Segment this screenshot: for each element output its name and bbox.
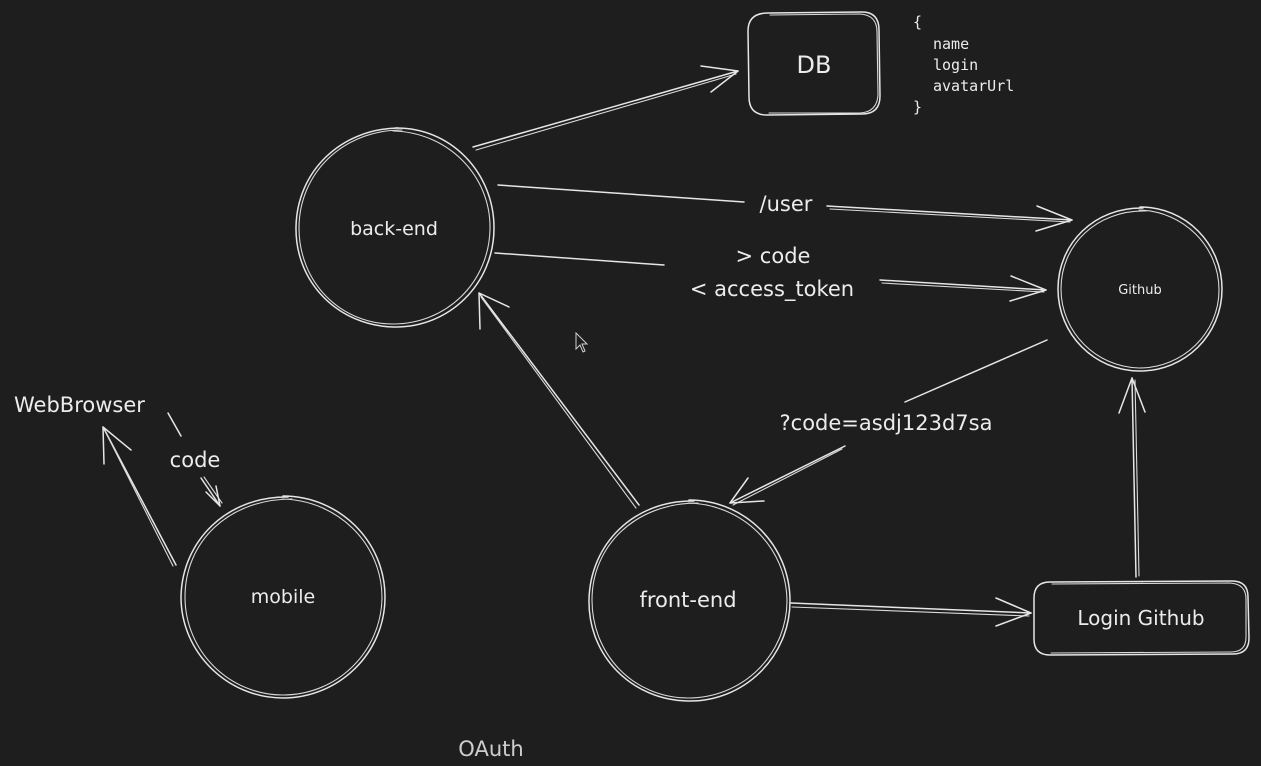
diagram-title: OAuth — [458, 737, 523, 761]
edge-label-send-code: > code — [736, 244, 811, 268]
db-node[interactable]: DB — [747, 11, 881, 116]
arrow-mobile-to-browser — [102, 426, 177, 567]
backend-node[interactable]: back-end — [295, 127, 495, 328]
backend-label: back-end — [350, 218, 438, 240]
mobile-node[interactable]: mobile — [180, 495, 386, 699]
arrow-backend-to-github-token — [494, 252, 1047, 302]
edge-label-browser-code: code — [170, 448, 221, 472]
login-github-node[interactable]: Login Github — [1033, 580, 1250, 656]
login-github-label: Login Github — [1077, 606, 1204, 630]
arrow-browser-to-mobile — [167, 412, 223, 507]
frontend-node[interactable]: front-end — [588, 499, 791, 702]
arrow-login-to-github — [1118, 377, 1146, 578]
arrow-backend-to-db — [472, 65, 739, 151]
schema-field-login: login — [933, 56, 978, 74]
frontend-label: front-end — [639, 588, 736, 612]
db-label: DB — [797, 51, 832, 79]
web-browser-label: WebBrowser — [14, 393, 145, 417]
schema-open-brace: { — [913, 13, 922, 31]
mobile-label: mobile — [251, 586, 315, 608]
github-node[interactable]: Github — [1057, 206, 1223, 372]
arrow-frontend-to-backend — [478, 292, 640, 509]
arrow-backend-to-github-user — [497, 184, 1073, 232]
arrow-frontend-to-login — [790, 597, 1032, 627]
db-schema: { name login avatarUrl } — [913, 13, 1014, 116]
mouse-cursor-icon — [575, 331, 589, 353]
github-label: Github — [1118, 283, 1162, 298]
schema-field-avatarurl: avatarUrl — [933, 77, 1014, 95]
arrow-github-to-frontend — [729, 339, 1048, 506]
schema-close-brace: } — [913, 98, 922, 116]
schema-field-name: name — [933, 35, 969, 53]
edge-label-callback-code: ?code=asdj123d7sa — [780, 411, 993, 435]
edge-label-access-token: < access_token — [690, 277, 854, 302]
edge-label-user: /user — [760, 192, 813, 216]
